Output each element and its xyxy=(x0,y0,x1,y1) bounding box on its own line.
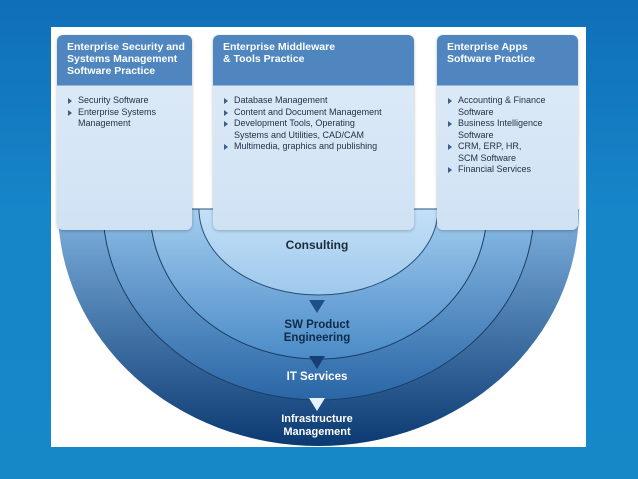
list-item: Business Intelligence Software xyxy=(447,118,574,141)
layer-it-services-label: IT Services xyxy=(286,371,348,383)
slide: Enterprise Security and Systems Manageme… xyxy=(51,27,586,447)
panel-middleware-list: Database Management Content and Document… xyxy=(223,95,410,153)
panel-apps-list: Accounting & Finance Software Business I… xyxy=(447,95,574,176)
list-item: Enterprise Systems Management xyxy=(67,107,188,130)
layered-rings-diagram xyxy=(58,208,579,446)
panel-middleware-title: Enterprise Middleware & Tools Practice xyxy=(223,41,336,65)
layer-infrastructure-label: Infrastructure Management xyxy=(281,413,353,438)
list-item: Content and Document Management xyxy=(223,107,410,119)
arrow-down-1 xyxy=(309,300,325,313)
list-item: Accounting & Finance Software xyxy=(447,95,574,118)
list-item: CRM, ERP, HR, SCM Software xyxy=(447,141,574,164)
arrow-down-3 xyxy=(309,398,325,411)
panel-security-list: Security Software Enterprise Systems Man… xyxy=(67,95,188,130)
panel-security: Enterprise Security and Systems Manageme… xyxy=(57,35,192,230)
layer-consulting-label: Consulting xyxy=(285,238,349,252)
layer-sw-product-label: SW Product Engineering xyxy=(283,319,351,344)
list-item: Development Tools, Operating Systems and… xyxy=(223,118,410,141)
panel-apps-title: Enterprise Apps Software Practice xyxy=(447,41,536,65)
panel-security-title: Enterprise Security and Systems Manageme… xyxy=(67,41,185,77)
ring-consulting xyxy=(198,208,439,296)
arrow-down-2 xyxy=(309,356,325,369)
list-item: Multimedia, graphics and publishing xyxy=(223,141,410,153)
list-item: Database Management xyxy=(223,95,410,107)
panel-apps: Enterprise Apps Software Practice Accoun… xyxy=(437,35,578,230)
panel-middleware: Enterprise Middleware & Tools Practice D… xyxy=(213,35,414,230)
list-item: Security Software xyxy=(67,95,188,107)
list-item: Financial Services xyxy=(447,164,574,176)
